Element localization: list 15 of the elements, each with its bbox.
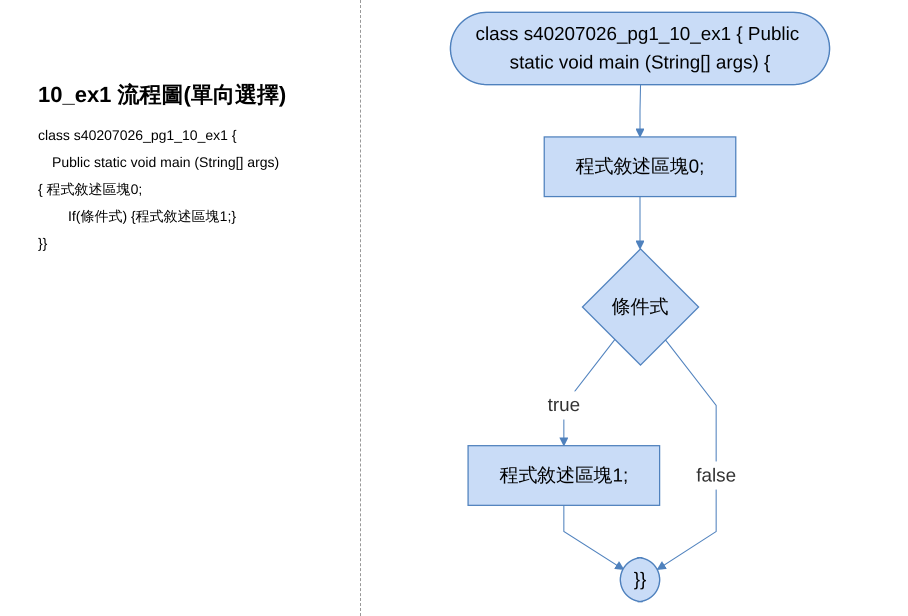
arrow xyxy=(635,85,645,138)
code-line: If(條件式) {程式敘述區塊1;} xyxy=(67,207,238,226)
node-box: 程式敘述區塊1; xyxy=(467,445,660,506)
node-box: 程式敘述區塊0; xyxy=(544,136,736,198)
diagram-title: 10_ex1 流程圖(單向選擇) xyxy=(38,81,288,109)
code-line: { 程式敘述區塊0; xyxy=(38,180,144,199)
node-diamond: 條件式 xyxy=(582,248,700,366)
code-line: Public static void main (String[] args) xyxy=(51,153,280,172)
edge-label: true xyxy=(548,394,580,416)
arrow xyxy=(563,505,624,570)
arrow xyxy=(656,339,717,570)
code-line: class s40207026_pg1_10_ex1 { xyxy=(38,126,238,145)
edge-label: false xyxy=(696,464,736,486)
code-line: }} xyxy=(38,234,48,253)
arrow xyxy=(635,196,645,250)
